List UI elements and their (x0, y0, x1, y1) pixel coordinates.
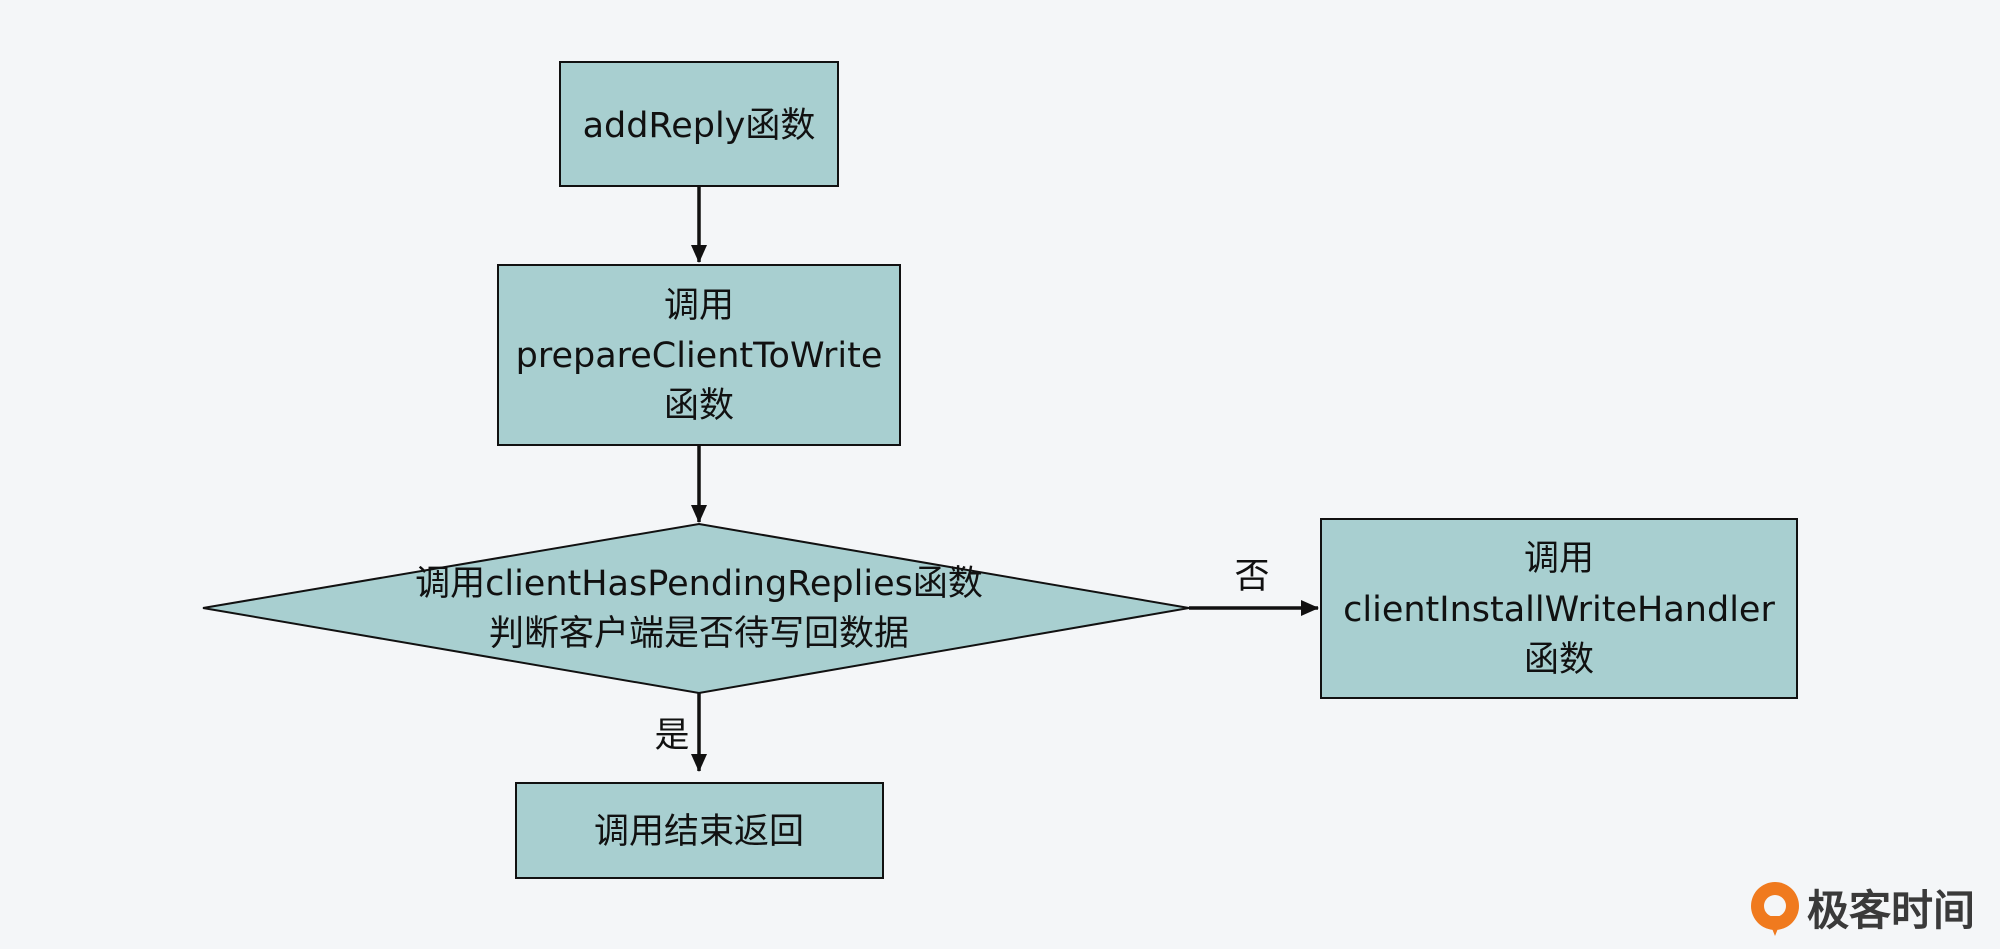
node-end-return-line-1: 调用结束返回 (594, 812, 804, 852)
node-decision: 调用clientHasPendingReplies函数 判断客户端是否待写回数据 (202, 522, 1190, 695)
node-prepare-client-line-2: prepareClientToWrite (516, 336, 883, 376)
node-add-reply-line-1: addReply函数 (583, 106, 816, 146)
node-prepare-client-line-1: 调用 (664, 286, 734, 326)
brand-text: 极客时间 (1807, 886, 1975, 935)
node-install-handler: 调用 clientInstallWriteHandler 函数 (1320, 518, 1798, 699)
node-install-handler-line-1: 调用 (1524, 539, 1594, 579)
edge-label-no: 否 (1234, 557, 1269, 597)
node-prepare-client-line-3: 函数 (664, 386, 734, 426)
brand-logo: 极客时间 (1751, 882, 1975, 936)
node-add-reply: addReply函数 (559, 61, 839, 187)
node-end-return: 调用结束返回 (515, 782, 884, 879)
node-install-handler-line-3: 函数 (1524, 640, 1594, 680)
brand-mark-icon (1751, 882, 1799, 936)
node-decision-line-2: 判断客户端是否待写回数据 (489, 614, 909, 654)
node-prepare-client: 调用 prepareClientToWrite 函数 (497, 264, 901, 446)
node-decision-line-1: 调用clientHasPendingReplies函数 (415, 564, 983, 604)
node-install-handler-line-2: clientInstallWriteHandler (1343, 590, 1775, 630)
edge-label-yes: 是 (654, 716, 689, 756)
